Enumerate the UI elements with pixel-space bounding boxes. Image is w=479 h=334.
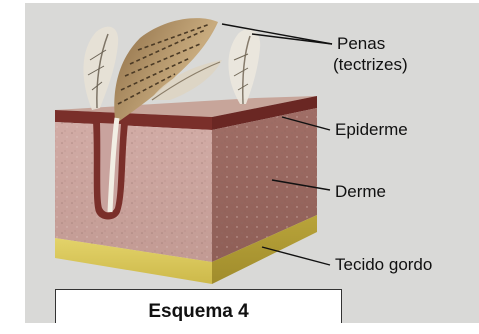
caption-box: Esquema 4 — [55, 289, 342, 323]
leader-fat — [262, 247, 330, 265]
label-epidermis: Epiderme — [335, 120, 408, 140]
label-feathers-sub: (tectrizes) — [333, 55, 408, 75]
caption-text: Esquema 4 — [148, 290, 248, 334]
label-dermis: Derme — [335, 182, 386, 202]
feather-right-small — [228, 29, 260, 104]
dermis-front-face — [55, 122, 212, 262]
label-fat-tissue: Tecido gordo — [335, 255, 432, 275]
feather-left-small — [83, 27, 118, 110]
label-feathers: Penas — [337, 34, 385, 54]
